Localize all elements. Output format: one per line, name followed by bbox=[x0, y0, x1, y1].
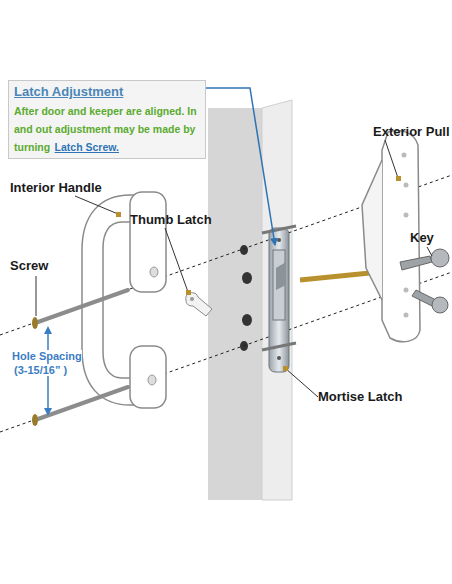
exterior-pull-part bbox=[404, 183, 409, 188]
keys-part bbox=[400, 256, 432, 270]
exterior-pull-part bbox=[402, 153, 407, 158]
interior-handle-part bbox=[148, 375, 156, 385]
thumb-latch bbox=[186, 293, 212, 316]
leader-lines bbox=[36, 140, 432, 397]
leader-lines-part bbox=[36, 276, 37, 316]
leader-dots-part bbox=[116, 212, 121, 217]
exterior-pull-part bbox=[404, 213, 409, 218]
leader-dots bbox=[116, 176, 401, 371]
door-stile bbox=[208, 100, 292, 500]
screws-part bbox=[32, 414, 38, 426]
mortise-latch-body-part bbox=[269, 228, 289, 372]
door-stile-part bbox=[208, 108, 262, 500]
mortise-latch-body-part bbox=[277, 238, 281, 242]
part-label: Thumb Latch bbox=[130, 212, 212, 227]
exterior-pull-part bbox=[362, 160, 382, 300]
callout-text-block: After door and keeper are aligned. In an… bbox=[14, 101, 200, 155]
part-label: Mortise Latch bbox=[318, 389, 403, 404]
leader-dots-part bbox=[186, 290, 191, 295]
leader-lines-part bbox=[385, 140, 398, 178]
interior-handle-part bbox=[130, 192, 166, 292]
leader-lines-part bbox=[427, 247, 432, 256]
leader-dots-part bbox=[396, 176, 401, 181]
part-label: Screw bbox=[10, 258, 48, 273]
part-label: Interior Handle bbox=[10, 180, 102, 195]
thumb-latch-part bbox=[190, 297, 194, 301]
part-label: Key bbox=[410, 230, 434, 245]
thumb-latch-part bbox=[186, 293, 212, 316]
dimension-value: (3-15/16” ) bbox=[14, 364, 67, 376]
door-stile-part bbox=[262, 100, 292, 500]
keys-part bbox=[432, 297, 448, 313]
keys bbox=[400, 249, 449, 313]
latch-adjustment-pointer-part bbox=[206, 88, 275, 245]
mortise-latch-body-part bbox=[262, 343, 296, 350]
callout-link: Latch Screw. bbox=[55, 141, 119, 153]
door-stile-part bbox=[242, 272, 252, 284]
screws-part bbox=[38, 387, 128, 419]
mortise-latch-body-part bbox=[273, 250, 285, 320]
door-stile-part bbox=[242, 314, 252, 326]
mortise-latch-body bbox=[262, 226, 296, 372]
mortise-latch-body-part bbox=[276, 262, 286, 290]
leader-lines-part bbox=[285, 368, 318, 397]
part-label: Exterior Pull bbox=[373, 124, 450, 139]
leader-dots-part bbox=[283, 366, 288, 371]
exterior-pull-part bbox=[404, 288, 409, 293]
interior-handle-part bbox=[150, 267, 158, 277]
leader-lines-part bbox=[75, 196, 118, 214]
screws-part bbox=[38, 290, 128, 322]
callout-heading: Latch Adjustment bbox=[14, 84, 200, 99]
screws-part bbox=[32, 317, 38, 329]
keys-part bbox=[431, 249, 449, 267]
dimension-label: Hole Spacing bbox=[12, 350, 82, 362]
callout-box: Latch AdjustmentAfter door and keeper ar… bbox=[8, 80, 206, 159]
exterior-pull-part bbox=[404, 313, 409, 318]
mortise-latch-body-part bbox=[262, 226, 296, 233]
leader-lines-part bbox=[165, 228, 188, 292]
interior-handle-part bbox=[130, 346, 166, 408]
door-stile-part bbox=[240, 245, 248, 255]
latch-adjustment-pointer bbox=[206, 88, 275, 245]
mortise-latch-body-part bbox=[277, 356, 281, 360]
